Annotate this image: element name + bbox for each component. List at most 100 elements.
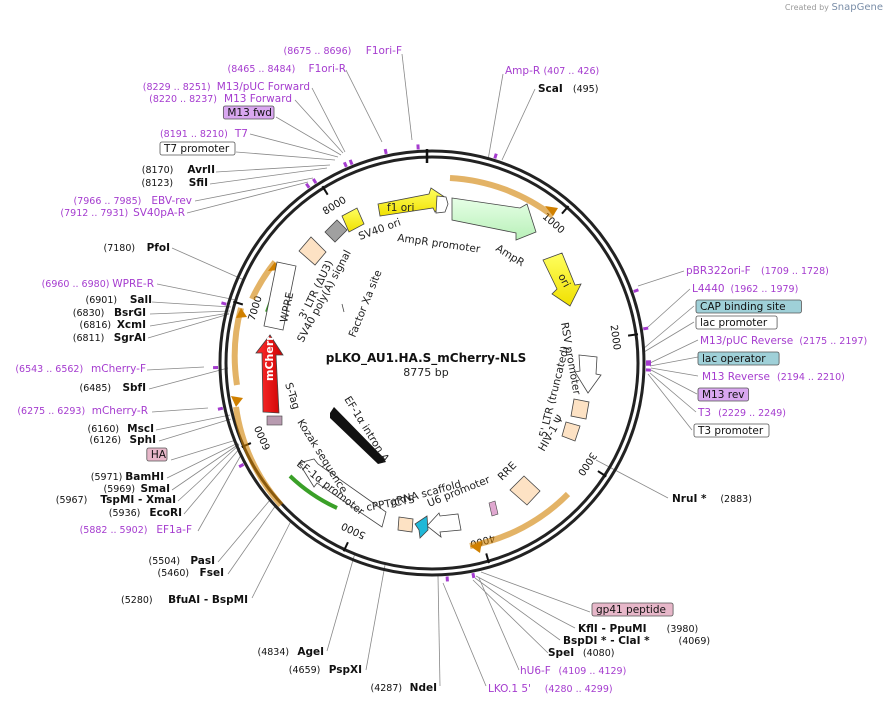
- feature-cppt-shape: [397, 516, 414, 533]
- left-label-24-name: SmaI: [141, 483, 171, 495]
- feature-wpre-shape: [263, 261, 297, 331]
- feature-ef1a-intron-shape: [330, 407, 386, 464]
- primer-site-mark: [342, 161, 348, 168]
- label-box-6: [159, 141, 236, 156]
- tick-label-6000: 6000: [253, 424, 273, 452]
- left-label-11-name: PfoI: [147, 242, 170, 254]
- tick-label-2000: 2000: [608, 324, 622, 351]
- left-label-1-coord: (8465 .. 8484): [228, 64, 296, 75]
- label-ampr-promoter: AmpR promoter: [397, 232, 482, 256]
- left-label-12-coord: (6960 .. 6980): [42, 279, 110, 290]
- right-label-3-coord: (1962 .. 1979): [730, 284, 798, 295]
- right-label-18-coord: (4280 .. 4299): [545, 684, 613, 695]
- left-label-column: F1ori-F(8675 .. 8696)F1ori-R(8465 .. 848…: [15, 45, 437, 694]
- left-label-3-name: M13 Forward: [224, 93, 292, 105]
- right-label-box-5: [695, 315, 778, 330]
- label-ori: ori: [555, 272, 572, 290]
- right-label-box-11: [693, 423, 770, 438]
- left-label-14-name: BsrGI: [114, 307, 146, 319]
- left-label-30-coord: (5280): [121, 595, 153, 606]
- left-label-17-coord: (6543 .. 6562): [15, 364, 83, 375]
- left-label-6-name: T7 promoter: [163, 143, 230, 155]
- tick-7000: [232, 300, 244, 306]
- label-mcherry: mCherry: [263, 328, 276, 381]
- tick-3000: [597, 470, 607, 478]
- right-label-14-name: KflI - PpuMI: [578, 623, 647, 635]
- right-label-12-name: NruI *: [672, 493, 707, 505]
- left-label-17-name: mCherry-F: [91, 363, 146, 375]
- backbone-inner: [224, 155, 640, 571]
- left-label-20-name: MscI: [127, 423, 154, 435]
- right-label-16-coord: (4080): [583, 648, 615, 659]
- right-label-6-name: M13/pUC Reverse: [700, 335, 793, 347]
- left-label-16-name: SgrAI: [114, 332, 146, 344]
- feature-u6-promoter-shape: [426, 512, 462, 538]
- primer-site-mark: [312, 178, 318, 184]
- tick-4000: [485, 553, 490, 564]
- left-label-25-name: TspMI - XmaI: [100, 494, 176, 506]
- tick-label-8000: 8000: [321, 195, 348, 218]
- left-label-5-coord: (8191 .. 8210): [160, 129, 228, 140]
- left-label-13-name: SalI: [130, 294, 152, 306]
- primer-site-mark: [305, 182, 311, 189]
- left-label-10-coord: (7912 .. 7931): [60, 208, 128, 219]
- left-label-8-coord: (8123): [142, 178, 174, 189]
- tick-5000: [342, 541, 349, 552]
- right-label-16-name: SpeI: [548, 647, 574, 659]
- left-label-33-name: NdeI: [410, 682, 437, 694]
- left-label-16-coord: (6811): [73, 333, 105, 344]
- label-f1-ori: f1 ori: [387, 202, 414, 214]
- leader-lines: [146, 53, 699, 687]
- arc-wpre: [249, 260, 278, 301]
- arc-ef1a: [233, 406, 284, 507]
- left-label-7-name: AvrII: [187, 164, 215, 176]
- right-label-18-name: LKO.1 5': [488, 683, 531, 695]
- left-label-15-name: XcmI: [117, 319, 146, 331]
- feature-rsv-promoter-shape: [574, 354, 602, 394]
- right-label-2-coord: (1709 .. 1728): [761, 266, 829, 277]
- label-stag: S-Tag: [282, 381, 302, 411]
- backbone-outer: [218, 149, 646, 577]
- right-label-10-name: T3: [697, 407, 711, 419]
- left-label-13-coord: (6901): [86, 295, 118, 306]
- left-label-0-name: F1ori-F: [366, 45, 402, 57]
- credit-prefix: Created by: [784, 3, 829, 12]
- right-label-1-name: ScaI: [538, 83, 563, 95]
- right-label-5-name: lac promoter: [700, 317, 768, 329]
- left-label-26-coord: (5936): [109, 508, 141, 519]
- left-label-8-name: SfiI: [189, 177, 208, 189]
- left-label-15-coord: (6816): [80, 320, 112, 331]
- right-label-8-coord: (2194 .. 2210): [777, 372, 845, 383]
- primer-site-mark: [471, 572, 476, 579]
- tick-label-3000: 3000: [575, 450, 598, 477]
- orange-arcs: [231, 175, 571, 549]
- primer-site-mark: [493, 153, 498, 159]
- left-label-27-name: EF1a-F: [156, 524, 192, 536]
- feature-sv40-polya-shape: [324, 219, 348, 243]
- feature-ef1a-promoter-shape: [298, 458, 387, 528]
- right-label-1-coord: (495): [573, 84, 599, 95]
- right-label-3-name: L4440: [692, 283, 725, 295]
- right-label-10-coord: (2229 .. 2249): [718, 408, 786, 419]
- feature-ampr-promoter-shape: [435, 195, 449, 214]
- right-label-17-coord: (4109 .. 4129): [558, 666, 626, 677]
- left-label-27-coord: (5882 .. 5902): [80, 525, 148, 536]
- left-label-31-coord: (4834): [258, 647, 290, 658]
- right-label-13-name: gp41 peptide: [596, 604, 666, 616]
- right-label-8-name: M13 Reverse: [702, 371, 770, 383]
- arc-heads: [231, 206, 558, 553]
- label-box-4: [222, 105, 275, 120]
- tick-1000: [561, 205, 570, 215]
- right-label-9-name: M13 rev: [702, 389, 745, 401]
- primer-site-mark: [348, 159, 354, 166]
- label-rre: RRE: [496, 460, 520, 484]
- left-label-3-coord: (8220 .. 8237): [149, 94, 217, 105]
- label-ampr: AmpR: [493, 242, 526, 269]
- left-label-29-coord: (5460): [158, 568, 190, 579]
- right-label-17-name: hU6-F: [520, 665, 551, 677]
- primer-site-mark: [633, 288, 639, 293]
- left-label-32-name: PspXI: [329, 664, 362, 676]
- tick-label-5000: 5000: [340, 520, 368, 541]
- left-label-23-name: BamHI: [125, 471, 164, 483]
- left-label-30-name: BfuAI - BspMI: [168, 594, 248, 606]
